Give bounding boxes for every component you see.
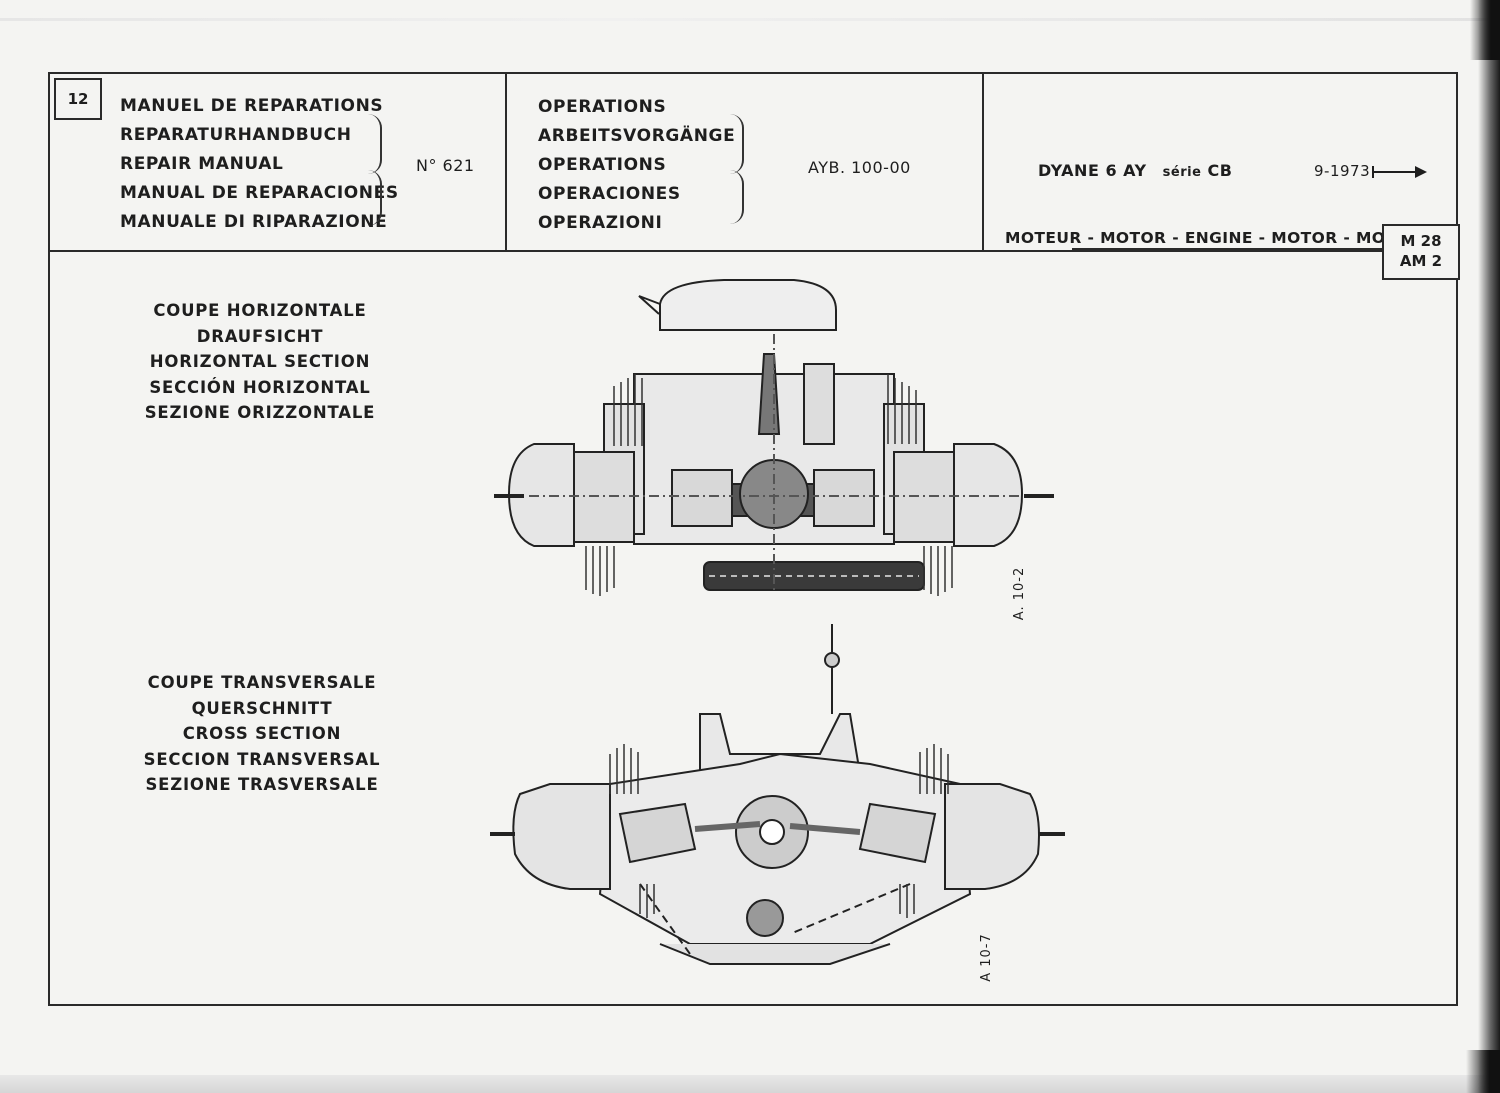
section-underline xyxy=(1072,248,1382,250)
manual-title-en: REPAIR MANUAL xyxy=(120,154,284,174)
caption-c-fr: COUPE TRANSVERSALE xyxy=(147,673,377,692)
caption-h-en: HORIZONTAL SECTION xyxy=(149,352,371,371)
scan-edge-top xyxy=(0,18,1500,21)
figure-ref-horizontal: A. 10-2 xyxy=(1012,566,1028,621)
serie-value: CB xyxy=(1207,161,1233,180)
caption-h-es: SECCIÓN HORIZONTAL xyxy=(149,377,371,397)
section-code-box: M 28 AM 2 xyxy=(1382,224,1460,280)
section-code-1: M 28 xyxy=(1400,232,1442,250)
brace-ops-bottom xyxy=(730,170,744,224)
section-code-2: AM 2 xyxy=(1399,252,1443,270)
serie-label: série xyxy=(1162,165,1202,180)
figure-ref-cross: A 10-7 xyxy=(978,933,994,982)
engine-horizontal-section-drawing xyxy=(494,279,1054,596)
brace-top xyxy=(368,114,382,174)
binding-shadow xyxy=(1478,0,1500,1093)
caption-h-it: SEZIONE ORIZZONTALE xyxy=(144,403,376,422)
caption-h-de: DRAUFSICHT xyxy=(196,326,324,346)
page-frame: 12 MANUEL DE REPARATIONS REPARATURHANDBU… xyxy=(48,72,1460,1006)
vehicle-date: 9-1973 xyxy=(1314,162,1428,180)
brace-ops-top xyxy=(730,114,744,174)
brace-bottom xyxy=(368,170,382,226)
caption-cross: COUPE TRANSVERSALE QUERSCHNITT CROSS SEC… xyxy=(132,670,392,798)
manual-title-fr: MANUEL DE REPARATIONS xyxy=(120,96,384,116)
operation-it: OPERAZIONI xyxy=(538,213,663,233)
header-table: 12 MANUEL DE REPARATIONS REPARATURHANDBU… xyxy=(50,74,1456,252)
manual-title-es: MANUAL DE REPARACIONES xyxy=(120,183,399,203)
caption-c-it: SEZIONE TRASVERSALE xyxy=(145,775,379,794)
divider-2 xyxy=(982,74,984,250)
manual-title-it: MANUALE DI RIPARAZIONE xyxy=(120,212,388,232)
caption-horizontal: COUPE HORIZONTALE DRAUFSICHT HORIZONTAL … xyxy=(130,298,390,426)
operation-de: ARBEITSVORGÄNGE xyxy=(538,126,736,146)
operation-es: OPERACIONES xyxy=(538,184,681,204)
manual-number: N° 621 xyxy=(416,156,475,175)
vehicle-model: DYANE 6 AY série CB xyxy=(1038,161,1232,180)
caption-c-de: QUERSCHNITT xyxy=(191,698,333,718)
vehicle-model-text: DYANE 6 AY xyxy=(1038,161,1147,180)
caption-h-fr: COUPE HORIZONTALE xyxy=(153,301,367,320)
date-text: 9-1973 xyxy=(1314,162,1371,180)
binding-shadow-bottom xyxy=(1466,1050,1500,1093)
operation-en: OPERATIONS xyxy=(538,155,667,175)
page-number: 12 xyxy=(54,78,102,120)
divider-1 xyxy=(505,74,507,250)
binding-shadow-top xyxy=(1470,0,1500,60)
caption-c-en: CROSS SECTION xyxy=(182,724,342,743)
caption-c-es: SECCION TRANSVERSAL xyxy=(143,749,381,769)
engine-cross-section-drawing xyxy=(490,624,1065,965)
operation-fr: OPERATIONS xyxy=(538,97,667,117)
operations-list: OPERATIONS ARBEITSVORGÄNGE OPERATIONS OP… xyxy=(538,93,735,238)
manual-title-de: REPARATURHANDBUCH xyxy=(120,125,352,145)
operation-code: AYB. 100-00 xyxy=(808,158,911,177)
scan-edge-bottom xyxy=(0,1075,1500,1093)
section-title: MOTEUR - MOTOR - ENGINE - MOTOR - MOTORE xyxy=(1005,229,1434,247)
manual-title-list: MANUEL DE REPARATIONS REPARATURHANDBUCH … xyxy=(120,92,399,237)
arrow-right-icon xyxy=(1372,165,1428,178)
